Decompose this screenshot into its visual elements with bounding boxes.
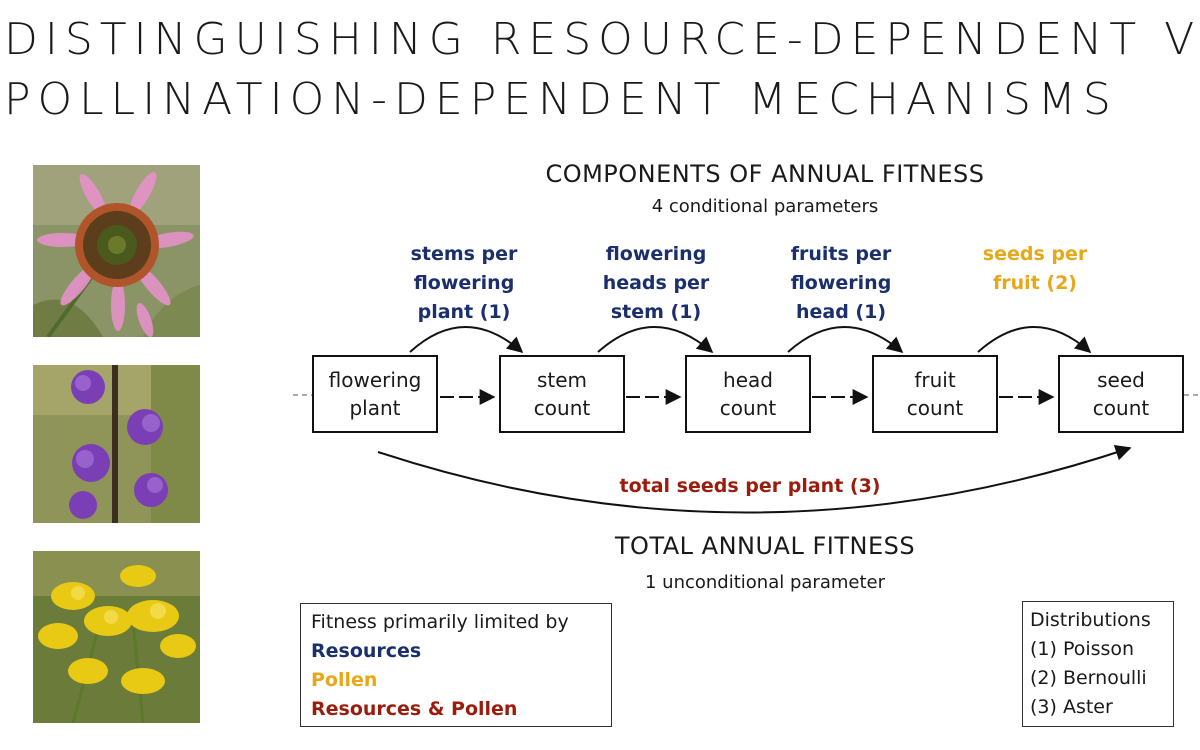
total-heading: TOTAL ANNUAL FITNESS (614, 532, 916, 560)
param-fruits-per-head: fruits per flowering head (1) (790, 243, 892, 323)
photo-blazing-star (33, 365, 200, 523)
legend-pollen: Pollen (311, 669, 378, 691)
photo-goldenrod (33, 551, 200, 723)
legend-resources: Resources (311, 640, 422, 662)
distributions-box: Distributions (1) Poisson (2) Bernoulli … (1022, 601, 1174, 727)
param-arc-4 (977, 326, 1092, 354)
distribution-poisson: (1) Poisson (1030, 638, 1135, 660)
distributions-heading: Distributions (1030, 609, 1151, 631)
photo-coneflower (33, 165, 200, 337)
total-arc (377, 444, 1132, 514)
legend-heading: Fitness primarily limited by (311, 611, 569, 633)
node-flowering-plant: flowering plant (312, 355, 438, 433)
limitation-legend: Fitness primarily limited by Resources P… (300, 603, 612, 727)
param-seeds-per-fruit: seeds per fruit (2) (982, 243, 1088, 294)
legend-resources-pollen: Resources & Pollen (311, 698, 518, 720)
distribution-aster: (3) Aster (1030, 696, 1113, 718)
param-heads-per-stem: flowering heads per stem (1) (602, 243, 710, 323)
slide-title: DISTINGUISHING RESOURCE-DEPENDENT VS. PO… (4, 10, 1200, 130)
node-stem-count: stem count (499, 355, 625, 433)
param-arc-1 (409, 326, 524, 354)
slide-title-line-2: POLLINATION-DEPENDENT MECHANISMS (4, 74, 1118, 125)
param-total-seeds: total seeds per plant (3) (619, 475, 881, 497)
param-stems-per-plant: stems per flowering plant (1) (410, 243, 518, 323)
total-subheading: 1 unconditional parameter (645, 572, 885, 593)
node-fruit-count: fruit count (872, 355, 998, 433)
node-head-count: head count (685, 355, 811, 433)
node-seed-count: seed count (1058, 355, 1184, 433)
slide-title-line-1: DISTINGUISHING RESOURCE-DEPENDENT VS. (4, 14, 1200, 65)
components-subheading: 4 conditional parameters (651, 196, 879, 217)
param-arc-2 (597, 326, 714, 354)
components-heading: COMPONENTS OF ANNUAL FITNESS (545, 160, 985, 188)
distribution-bernoulli: (2) Bernoulli (1030, 667, 1147, 689)
param-arc-3 (787, 326, 904, 354)
